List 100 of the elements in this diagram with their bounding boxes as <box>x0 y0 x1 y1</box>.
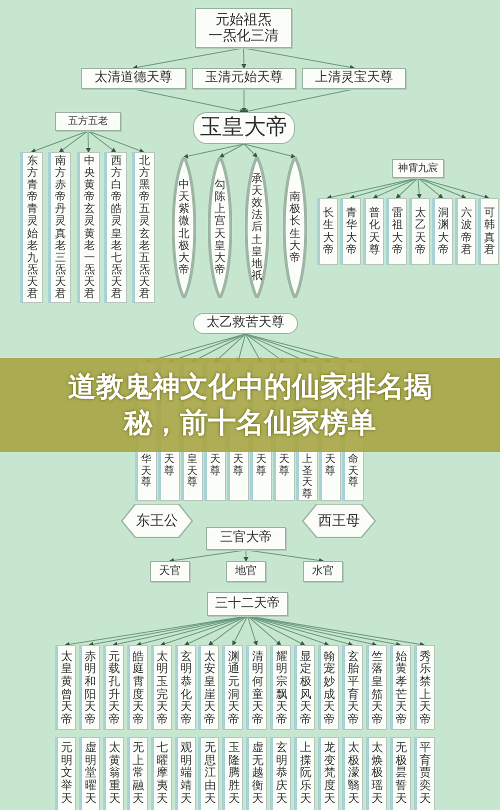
deity-name: 龙变梵度天 <box>324 741 336 804</box>
column-box <box>294 645 315 730</box>
connector-arrow <box>247 616 306 646</box>
deity-name: 南方赤帝丹灵真老三炁天君 <box>55 154 66 300</box>
deity-name: 秀乐禁上天帝 <box>419 650 431 726</box>
deity-name: 太焕极瑶天 <box>372 741 384 804</box>
deity-name: 洞渊大帝 <box>438 207 449 256</box>
deity-name: 太黄翁重天 <box>108 741 120 804</box>
deity-name: 观明端靖天 <box>180 741 192 804</box>
deity-name: 北方黑帝五灵玄老五炁天君 <box>139 154 150 300</box>
connector-arrow <box>244 144 296 158</box>
column-box <box>198 737 220 810</box>
column-box <box>409 198 430 265</box>
deity-name: 太皇黄曾天帝 <box>60 650 72 726</box>
lens-box <box>172 157 196 298</box>
deity-name: 平育贾奕天 <box>420 741 431 804</box>
connector-arrow <box>242 88 246 113</box>
deity-label: 玉清元始天尊 <box>205 71 283 86</box>
deity-name: 天尊 <box>325 454 336 478</box>
deity-label: 三官大帝 <box>220 531 272 546</box>
column-box <box>317 198 338 265</box>
deity-name: 青华大帝 <box>346 207 357 256</box>
group-box <box>207 592 288 616</box>
deity-label: 元始祖炁一炁化三清 <box>208 12 278 44</box>
column-box <box>414 645 434 730</box>
connector-arrow <box>418 178 444 199</box>
connector-arrow <box>418 178 466 199</box>
lens-box <box>208 157 232 298</box>
deity-name: 皓庭霄度天帝 <box>132 650 144 726</box>
deity-name: 上揲阮乐天 <box>300 741 312 804</box>
connector-arrow <box>247 616 282 646</box>
column-box <box>126 737 148 810</box>
column-box <box>150 645 172 730</box>
deity-name: 可韩真君 <box>484 207 495 256</box>
deity-name: 玄明恭庆天 <box>276 741 288 804</box>
deity-label: 太乙救苦天尊 <box>206 316 284 331</box>
deity-name: 天尊 <box>256 454 266 478</box>
deity-name: 天尊 <box>210 454 220 478</box>
column-box <box>102 737 124 810</box>
column-box <box>318 737 339 810</box>
column-box <box>55 645 76 730</box>
connector-arrow <box>88 130 116 153</box>
deity-name: 元明文举天 <box>61 741 72 804</box>
root-box <box>195 8 292 48</box>
deity-name: 虚无越衡天 <box>252 741 264 804</box>
office-box <box>150 561 190 582</box>
lens-box <box>283 157 307 298</box>
connector-arrow <box>219 144 244 158</box>
column-box <box>294 737 315 810</box>
column-box <box>126 645 148 730</box>
deity-name: 清明何童天帝 <box>252 650 264 726</box>
deity-name: 太极濛翳天 <box>348 741 360 804</box>
deity-name: 虚明堂曜天 <box>84 741 96 804</box>
column-box <box>366 645 387 730</box>
deity-name: 耀明宗飘天帝 <box>276 650 288 726</box>
deity-name: 显定极风天帝 <box>300 650 312 726</box>
connector-arrow <box>183 144 244 159</box>
connector-arrow <box>396 178 418 199</box>
deity-name: 元载孔升天帝 <box>108 650 120 726</box>
column-box <box>174 645 196 730</box>
column-box <box>77 152 100 303</box>
deity-name: 中央黄帝玄灵黄老一炁天君 <box>84 154 95 300</box>
deity-label: 上清灵宝天尊 <box>315 71 393 86</box>
deity-name: 命天尊 <box>348 454 358 489</box>
deity-name: 普化天尊 <box>369 207 380 256</box>
deity-name: 赤明和阳天帝 <box>84 650 96 726</box>
deity-label: 水官 <box>312 565 334 578</box>
deity-box <box>302 68 406 89</box>
central-box <box>193 112 295 144</box>
deity-name: 西方白帝皓灵皇老七炁天君 <box>111 154 122 300</box>
deity-name: 天尊 <box>279 454 290 478</box>
deity-name: 华天尊 <box>141 454 152 489</box>
deity-label: 神霄九宸 <box>398 162 438 174</box>
deity-label: 西王母 <box>318 512 360 530</box>
office-box <box>303 561 343 582</box>
connector-arrow <box>86 130 91 153</box>
column-box <box>222 645 244 730</box>
deity-name: 中天紫微北极大帝 <box>178 179 190 276</box>
deity-name: 渊通元洞天帝 <box>228 650 240 726</box>
deity-name: 雷祖大帝 <box>392 207 403 256</box>
deity-name: 太安皇崖天帝 <box>204 650 216 726</box>
deity-name: 玄胎平育天帝 <box>348 650 360 726</box>
column-box <box>246 737 268 810</box>
group-box <box>55 112 121 131</box>
deity-name: 长生大帝 <box>323 207 334 256</box>
column-box <box>55 737 76 810</box>
lens-box <box>245 157 269 298</box>
column-box <box>270 737 292 810</box>
connector-arrow <box>244 144 258 158</box>
connector-arrow <box>372 178 418 199</box>
column-box <box>150 737 172 810</box>
deity-label: 东王公 <box>136 512 178 530</box>
column-box <box>363 198 384 265</box>
column-box <box>366 737 387 810</box>
deity-name: 南极长生大帝 <box>290 191 300 264</box>
deity-label: 地官 <box>235 565 257 578</box>
column-box <box>222 737 244 810</box>
deity-name: 皇天尊 <box>187 454 198 489</box>
deity-box <box>192 68 296 89</box>
deity-box <box>81 68 186 89</box>
